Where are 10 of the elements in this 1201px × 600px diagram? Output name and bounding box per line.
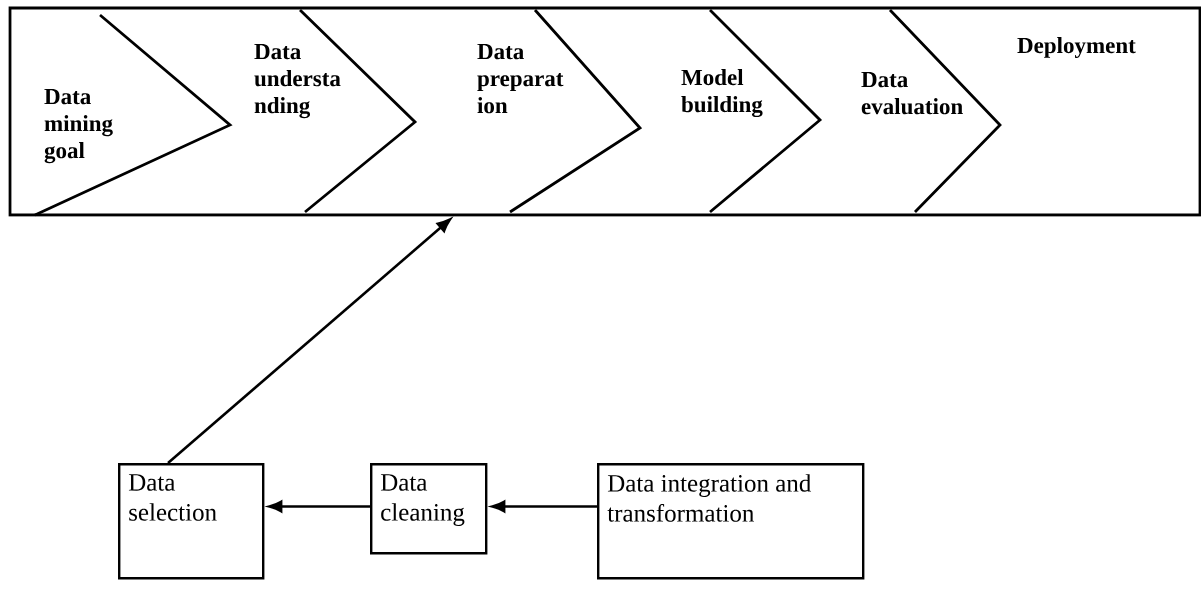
stage-label: Data evaluation: [861, 72, 963, 115]
process-box: Data cleaning: [370, 463, 488, 555]
stage-label: Data mining goal: [44, 89, 113, 164]
stage-label: Data understa nding: [254, 44, 341, 119]
process-box: Data integration and transformation: [597, 463, 865, 580]
process-box: Data selection: [118, 463, 265, 580]
stage-label: Model building: [681, 69, 763, 118]
process-band: [8, 6, 1201, 217]
stage-label: Data preparat ion: [477, 44, 564, 114]
stage-label: Deployment: [1017, 37, 1136, 58]
